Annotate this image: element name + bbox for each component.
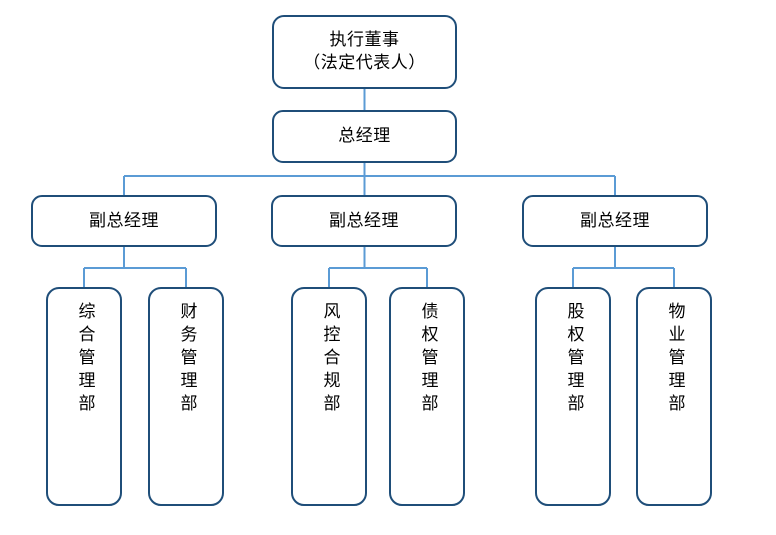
node-deputy-general-manager-2[interactable]: 副总经理	[271, 195, 457, 247]
deputy-label-1: 副总经理	[89, 210, 159, 231]
node-department-creditor-rights[interactable]: 债权管理部	[389, 287, 465, 506]
department-label-6: 物业管理部	[664, 302, 685, 417]
node-deputy-general-manager-3[interactable]: 副总经理	[522, 195, 708, 247]
node-department-risk-compliance[interactable]: 风控合规部	[291, 287, 367, 506]
department-label-5: 股权管理部	[563, 302, 584, 417]
department-label-2: 财务管理部	[176, 302, 197, 417]
deputy-label-3: 副总经理	[580, 210, 650, 231]
node-department-general-admin[interactable]: 综合管理部	[46, 287, 122, 506]
general-manager-label: 总经理	[338, 126, 391, 147]
department-label-4: 债权管理部	[417, 302, 438, 417]
node-department-property[interactable]: 物业管理部	[636, 287, 712, 506]
node-deputy-general-manager-1[interactable]: 副总经理	[31, 195, 217, 247]
executive-director-line2: （法定代表人）	[303, 53, 426, 73]
node-executive-director[interactable]: 执行董事 （法定代表人）	[272, 15, 457, 89]
executive-director-line1: 执行董事	[329, 30, 400, 51]
node-general-manager[interactable]: 总经理	[272, 110, 457, 163]
department-label-1: 综合管理部	[74, 302, 95, 417]
deputy-label-2: 副总经理	[329, 210, 399, 231]
node-department-equity[interactable]: 股权管理部	[535, 287, 611, 506]
node-department-finance[interactable]: 财务管理部	[148, 287, 224, 506]
department-label-3: 风控合规部	[319, 302, 340, 417]
